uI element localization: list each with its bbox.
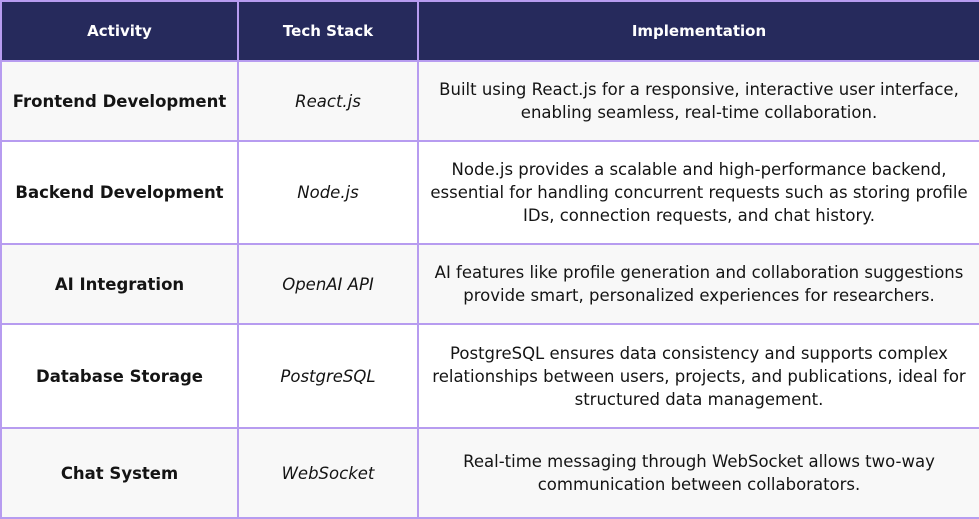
implementation-cell: Built using React.js for a responsive, i… [417, 60, 979, 142]
header-tech-stack: Tech Stack [237, 0, 419, 62]
table-row: Frontend Development React.js Built usin… [0, 60, 979, 142]
table-header-row: Activity Tech Stack Implementation [0, 0, 979, 62]
header-activity: Activity [0, 0, 239, 62]
activity-cell: Chat System [0, 427, 239, 519]
tech-cell: WebSocket [237, 427, 419, 519]
tech-cell: Node.js [237, 140, 419, 245]
implementation-cell: Real-time messaging through WebSocket al… [417, 427, 979, 519]
activity-cell: Backend Development [0, 140, 239, 245]
implementation-cell: Node.js provides a scalable and high-per… [417, 140, 979, 245]
header-implementation: Implementation [417, 0, 979, 62]
table-row: Database Storage PostgreSQL PostgreSQL e… [0, 323, 979, 429]
implementation-cell: PostgreSQL ensures data consistency and … [417, 323, 979, 429]
table-row: AI Integration OpenAI API AI features li… [0, 243, 979, 325]
tech-cell: PostgreSQL [237, 323, 419, 429]
tech-cell: React.js [237, 60, 419, 142]
activity-cell: AI Integration [0, 243, 239, 325]
activity-cell: Frontend Development [0, 60, 239, 142]
tech-cell: OpenAI API [237, 243, 419, 325]
table-row: Chat System WebSocket Real-time messagin… [0, 427, 979, 519]
table-row: Backend Development Node.js Node.js prov… [0, 140, 979, 245]
activity-cell: Database Storage [0, 323, 239, 429]
implementation-cell: AI features like profile generation and … [417, 243, 979, 325]
